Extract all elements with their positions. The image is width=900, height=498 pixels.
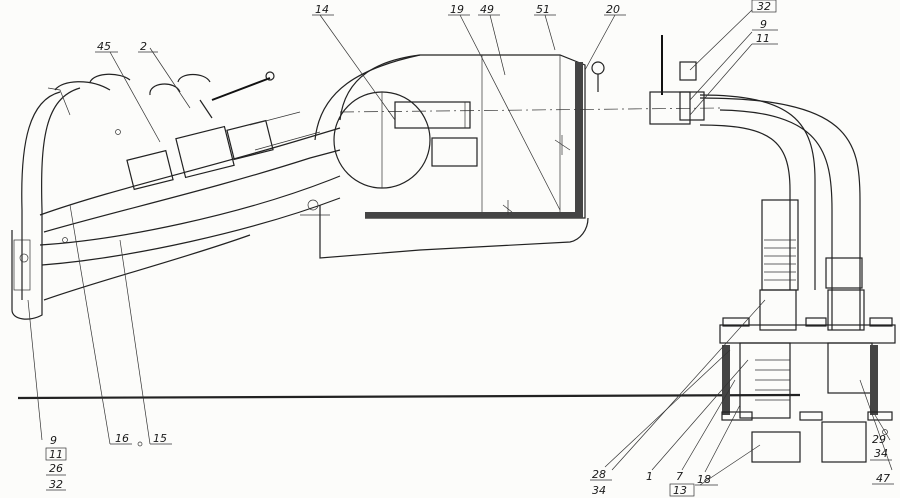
lower-thread bbox=[755, 359, 790, 401]
callout-15: 15 bbox=[153, 432, 167, 445]
callout-11-top: 11 bbox=[756, 32, 770, 45]
callout-34-a: 34 bbox=[592, 484, 606, 497]
stack-26: 26 bbox=[49, 462, 63, 475]
callout-9-top: 9 bbox=[760, 18, 767, 31]
callout-16: 16 bbox=[115, 432, 129, 445]
right-pipe-assembly bbox=[649, 35, 896, 463]
tank-assembly bbox=[300, 54, 605, 259]
callout-49: 49 bbox=[480, 3, 494, 16]
thread-lines bbox=[764, 239, 796, 281]
callout-51: 51 bbox=[536, 3, 550, 16]
floor-line bbox=[17, 393, 801, 400]
callout-32-top: 32 bbox=[757, 0, 771, 13]
stack-32: 32 bbox=[49, 478, 63, 491]
callout-28: 28 bbox=[592, 468, 606, 481]
callout-7: 7 bbox=[676, 470, 683, 483]
callout-47: 47 bbox=[876, 472, 890, 485]
callout-14: 14 bbox=[315, 3, 329, 16]
stack-9: 9 bbox=[50, 434, 57, 447]
stack-11: 11 bbox=[49, 448, 63, 461]
left-pipe-assembly bbox=[11, 71, 341, 447]
leader-lines bbox=[27, 9, 893, 486]
callout-18: 18 bbox=[697, 473, 711, 486]
callout-34-b: 34 bbox=[874, 447, 888, 460]
callout-2: 2 bbox=[140, 40, 147, 53]
callout-19: 19 bbox=[450, 3, 464, 16]
callout-13: 13 bbox=[673, 484, 687, 497]
callout-labels: 2 45 14 19 49 51 20 32 9 11 16 15 9 11 2… bbox=[45, 0, 894, 497]
callout-29: 29 bbox=[872, 433, 886, 446]
callout-1: 1 bbox=[646, 470, 653, 483]
callout-20: 20 bbox=[606, 3, 620, 16]
callout-45: 45 bbox=[97, 40, 111, 53]
